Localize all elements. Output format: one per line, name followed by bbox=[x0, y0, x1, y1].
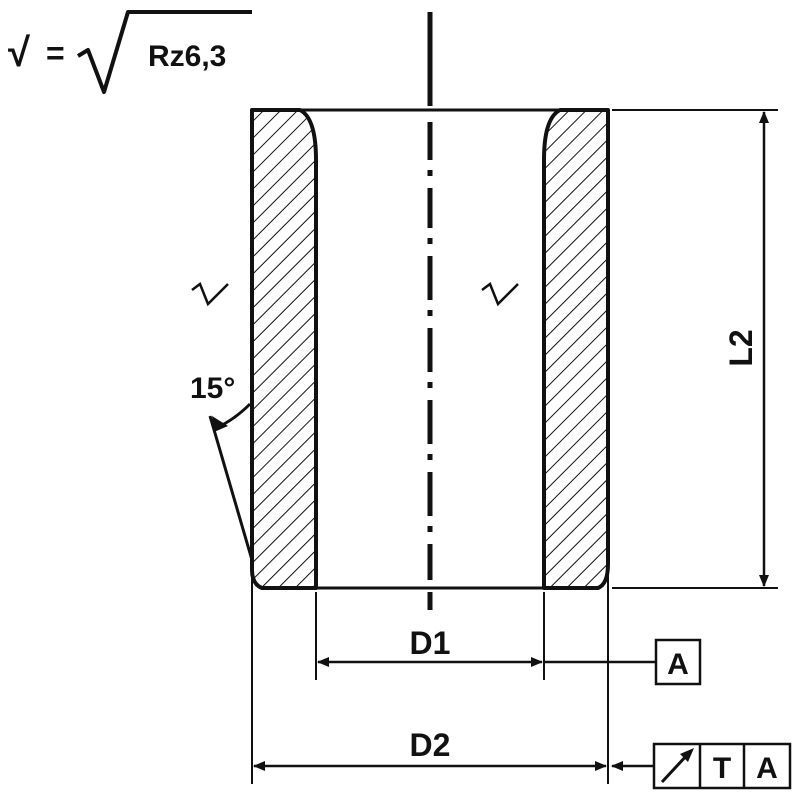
outer-surface-roughness-icon bbox=[191, 282, 229, 307]
inner-diameter-dimension: D1 bbox=[315, 592, 545, 680]
length-label: L2 bbox=[723, 329, 759, 366]
angle-label: 15° bbox=[190, 372, 235, 405]
datum-box bbox=[654, 638, 702, 686]
tolerance-frame-box bbox=[652, 742, 792, 790]
outer-diameter-label: D2 bbox=[410, 727, 451, 763]
tolerance-datum-ref: A bbox=[756, 752, 778, 785]
inner-surface-roughness-icon bbox=[481, 282, 519, 307]
angle-arrow-icon bbox=[212, 416, 228, 432]
radical-sign-icon bbox=[76, 10, 252, 94]
right-wall-section bbox=[542, 108, 610, 590]
runout-arrow-icon bbox=[660, 748, 694, 784]
inner-diameter-label: D1 bbox=[410, 625, 451, 661]
length-dimension: L2 bbox=[612, 109, 778, 589]
chamfer-angle: 15° bbox=[190, 372, 254, 561]
roughness-spec: √ = Rz6,3 bbox=[8, 10, 252, 94]
datum-feature: A bbox=[544, 638, 702, 686]
left-wall-section bbox=[250, 108, 318, 590]
roughness-equals: = bbox=[46, 35, 65, 71]
outer-diameter-dimension: D2 bbox=[251, 570, 609, 784]
roughness-check-symbol: √ bbox=[8, 31, 31, 75]
chamfer-leader-line bbox=[208, 415, 254, 561]
tolerance-frame: T A bbox=[611, 742, 792, 790]
roughness-value: Rz6,3 bbox=[148, 40, 226, 73]
tolerance-value: T bbox=[713, 752, 731, 785]
datum-label: A bbox=[667, 648, 689, 681]
bushing-body bbox=[250, 108, 610, 590]
